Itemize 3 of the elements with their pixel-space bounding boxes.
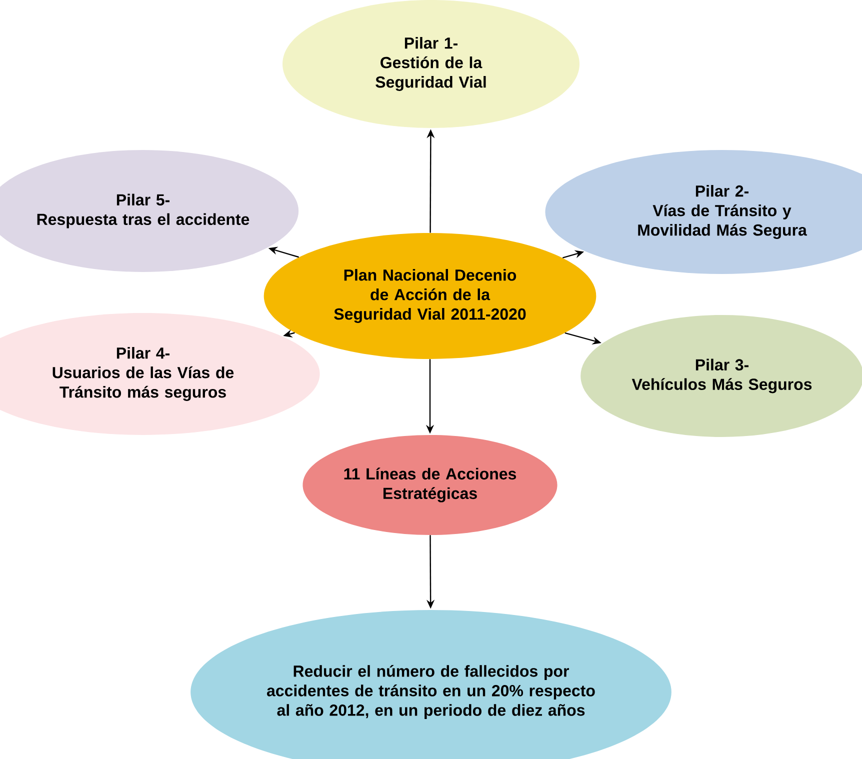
ellipse-node: Plan Nacional Decenio de Acción de la Seguridad Vial 2011-2020 <box>264 232 596 359</box>
ellipse-node: Pilar 1- Gestión de la Seguridad Vial <box>282 0 580 128</box>
ellipse-node: 11 Líneas de Acciones Estratégicas <box>302 434 558 535</box>
